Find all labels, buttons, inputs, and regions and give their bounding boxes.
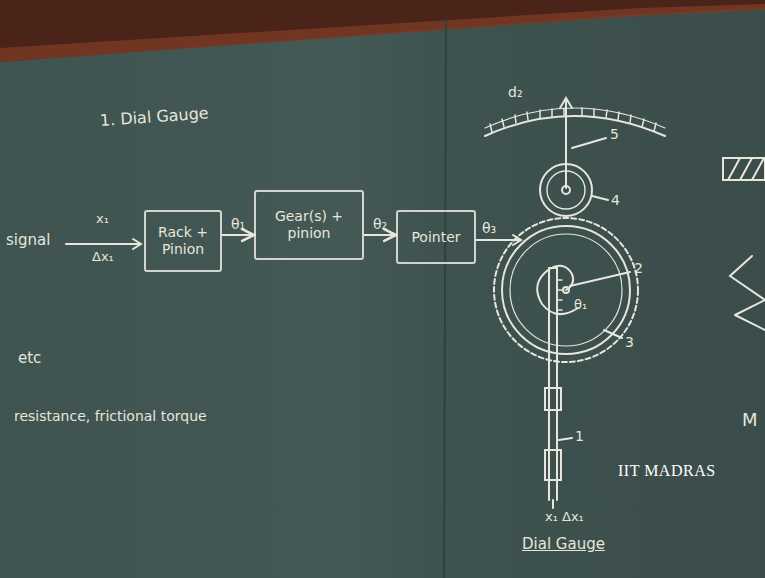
signal-arrow	[222, 234, 254, 236]
partial-text: M	[742, 410, 758, 431]
callout-number: 1	[575, 428, 584, 444]
note: etc	[18, 350, 41, 367]
note: resistance, frictional torque	[14, 408, 207, 424]
board-frame	[0, 0, 765, 62]
callout-number: 4	[611, 192, 620, 208]
edge-label: θ₁	[231, 217, 245, 232]
box-label: Pointer	[406, 225, 465, 250]
process-box: Gear(s) + pinion	[254, 190, 364, 260]
board-frame-edge	[0, 4, 765, 62]
input-symbol: x₁	[96, 212, 109, 227]
signal-arrow	[364, 234, 396, 236]
edge-label: θ₂	[373, 217, 387, 232]
board-seam	[444, 20, 446, 578]
callout-number: 2	[634, 260, 643, 276]
heading: 1. Dial Gauge	[99, 104, 209, 130]
input-symbol: Δx₁	[92, 250, 114, 265]
figure-caption: Dial Gauge	[522, 536, 605, 553]
process-box: Pointer	[396, 210, 476, 264]
watermark: IIT MADRAS	[618, 462, 716, 480]
process-box: Rack + Pinion	[144, 210, 222, 272]
callout-number: 3	[625, 334, 634, 350]
output-symbol: θ₃	[482, 220, 496, 236]
callout-number: 5	[610, 126, 619, 142]
dial-drawing	[66, 98, 765, 508]
box-label: Gear(s) + pinion	[256, 204, 362, 246]
scale-symbol: d₂	[508, 84, 523, 100]
signal-name: signal	[6, 232, 50, 249]
input-symbol: x₁ Δx₁	[545, 510, 584, 525]
box-label: Rack + Pinion	[146, 220, 220, 262]
angle-symbol: θ₁	[574, 298, 587, 313]
